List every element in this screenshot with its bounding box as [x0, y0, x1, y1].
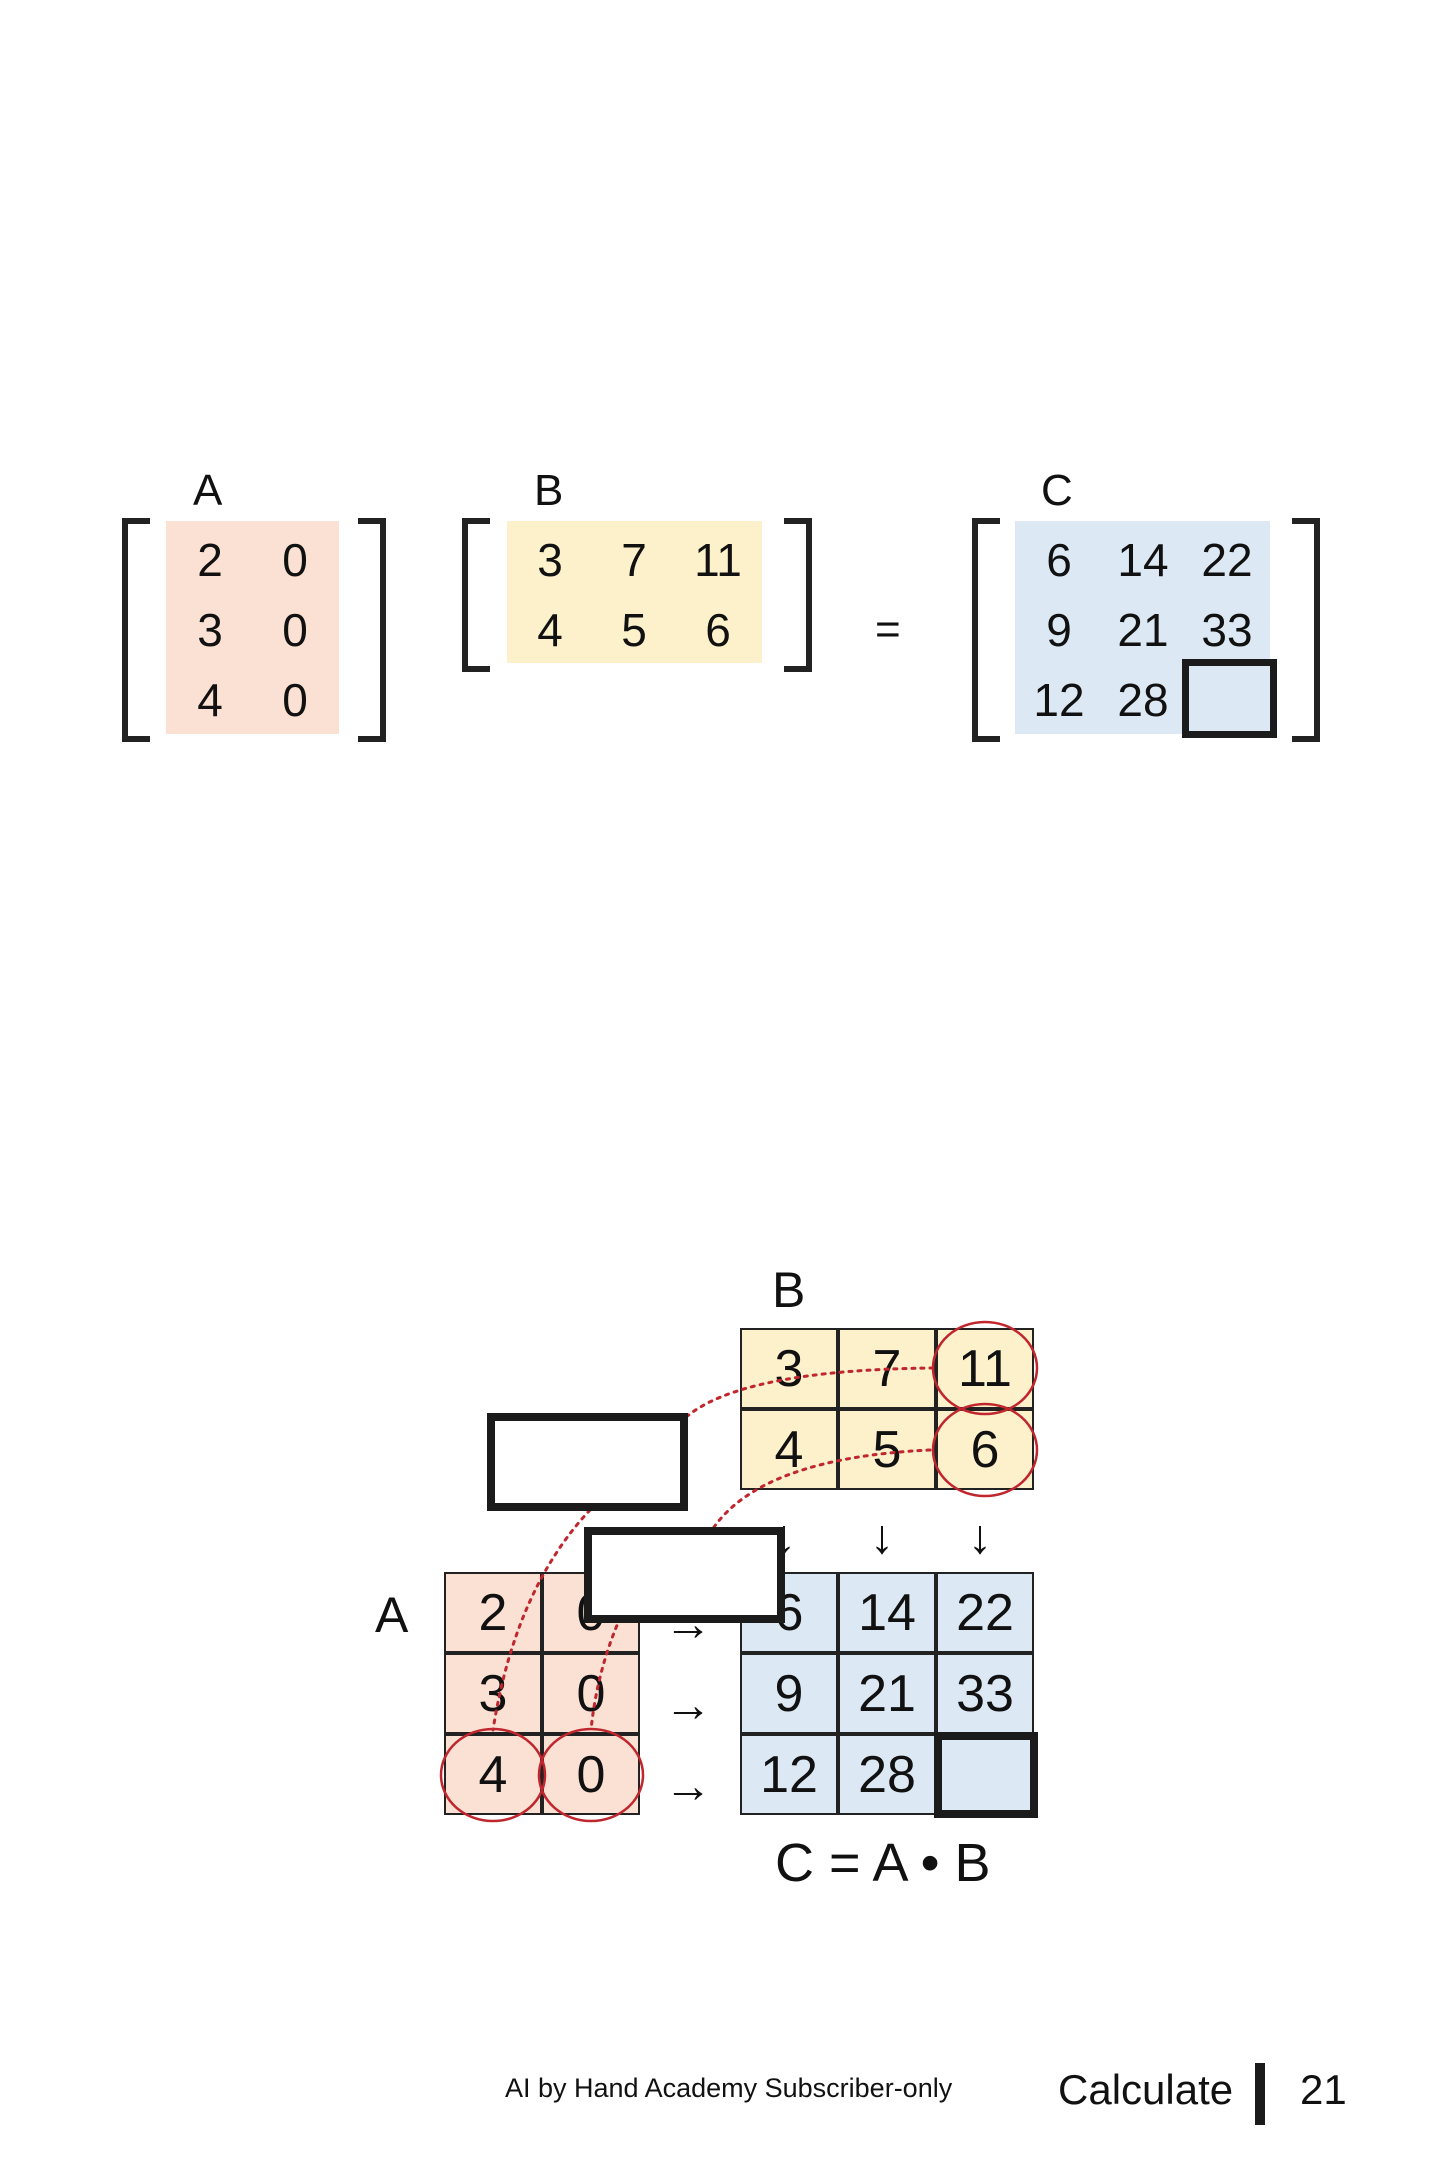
highlight-circle-b-6 [931, 1402, 1039, 1498]
matrix-c-cell: 9 [1046, 604, 1072, 656]
grid-c-cell: 22 [936, 1572, 1034, 1653]
diagram-b-label: B [772, 1262, 806, 1318]
matrix-c-left-bracket [972, 518, 1000, 742]
grid-c-cell: 12 [740, 1734, 838, 1815]
matrix-c-cell: 28 [1117, 674, 1169, 726]
matrix-b-cell: 4 [537, 604, 563, 656]
footer-note: AI by Hand Academy Subscriber-only [505, 2073, 953, 2103]
matrix-a-background [166, 521, 339, 734]
matrix-b-cell: 5 [621, 604, 647, 656]
equals-sign: = [875, 605, 901, 654]
grid-b-cell: 4 [740, 1409, 838, 1490]
diagram-answer-box[interactable] [934, 1732, 1038, 1818]
answer-box[interactable] [1182, 659, 1277, 738]
highlight-circle-a-4 [439, 1727, 547, 1823]
product-blank-box-2[interactable] [584, 1527, 785, 1623]
matrix-c-cell: 6 [1046, 534, 1072, 586]
grid-a-cell: 4 [444, 1734, 542, 1815]
matrix-c-cell: 21 [1117, 604, 1169, 656]
matrix-b-label: B [534, 466, 564, 515]
formula-label: C = A • B [775, 1833, 991, 1893]
matrix-a-label: A [193, 466, 223, 515]
connector-6-top [710, 1448, 932, 1532]
matrix-a-cell: 2 [197, 534, 223, 586]
page-number: 21 [1300, 2066, 1347, 2113]
matrix-a-cell: 3 [197, 604, 223, 656]
matrix-a-cell: 0 [282, 604, 308, 656]
matrix-c-cell: 14 [1117, 534, 1169, 586]
matrix-a-left-bracket [122, 518, 150, 742]
connector-4 [491, 1508, 592, 1732]
grid-c-cell: 14 [838, 1572, 936, 1653]
grid-b-cell: 11 [936, 1328, 1034, 1409]
grid-a-cell: 2 [444, 1572, 542, 1653]
matrix-c-label: C [1041, 466, 1073, 515]
matrix-a-right-bracket [358, 518, 386, 742]
footer-section-title: Calculate [1058, 2066, 1234, 2113]
connector-11-top [683, 1366, 935, 1420]
matrix-b-cell: 11 [694, 534, 742, 586]
grid-b-cell: 3 [740, 1328, 838, 1409]
grid-c-cell: 9 [740, 1653, 838, 1734]
matrix-c-cell: 33 [1201, 604, 1253, 656]
down-arrow: ↓ [870, 1511, 894, 1564]
matrix-b-left-bracket [462, 518, 490, 672]
grid-c-cell: 28 [838, 1734, 936, 1815]
grid-c-cell: 21 [838, 1653, 936, 1734]
right-arrow: → [664, 1679, 712, 1732]
matrix-b-cell: 3 [537, 534, 563, 586]
highlight-circle-b-11 [931, 1320, 1039, 1416]
right-arrow: → [664, 1760, 712, 1813]
diagram-a-label: A [375, 1587, 409, 1643]
matrix-a-cell: 0 [282, 534, 308, 586]
matrix-c-cell: 12 [1033, 674, 1085, 726]
matrix-b-background [507, 521, 762, 663]
down-arrow: ↓ [968, 1511, 992, 1564]
grid-b-cell: 6 [936, 1409, 1034, 1490]
footer-divider [1255, 2063, 1265, 2125]
product-blank-box-1[interactable] [487, 1413, 688, 1511]
matrix-c-right-bracket [1292, 518, 1320, 742]
matrix-a-cell: 0 [282, 674, 308, 726]
matrix-b-right-bracket [784, 518, 812, 672]
matrix-c-cell: 22 [1201, 534, 1253, 586]
matrix-b-cell: 7 [621, 534, 647, 586]
matrix-b-cell: 6 [705, 604, 731, 656]
matrix-a-cell: 4 [197, 674, 223, 726]
grid-a-cell: 0 [542, 1734, 640, 1815]
grid-a-cell: 3 [444, 1653, 542, 1734]
grid-c-cell: 33 [936, 1653, 1034, 1734]
highlight-circle-a-0 [537, 1727, 645, 1823]
